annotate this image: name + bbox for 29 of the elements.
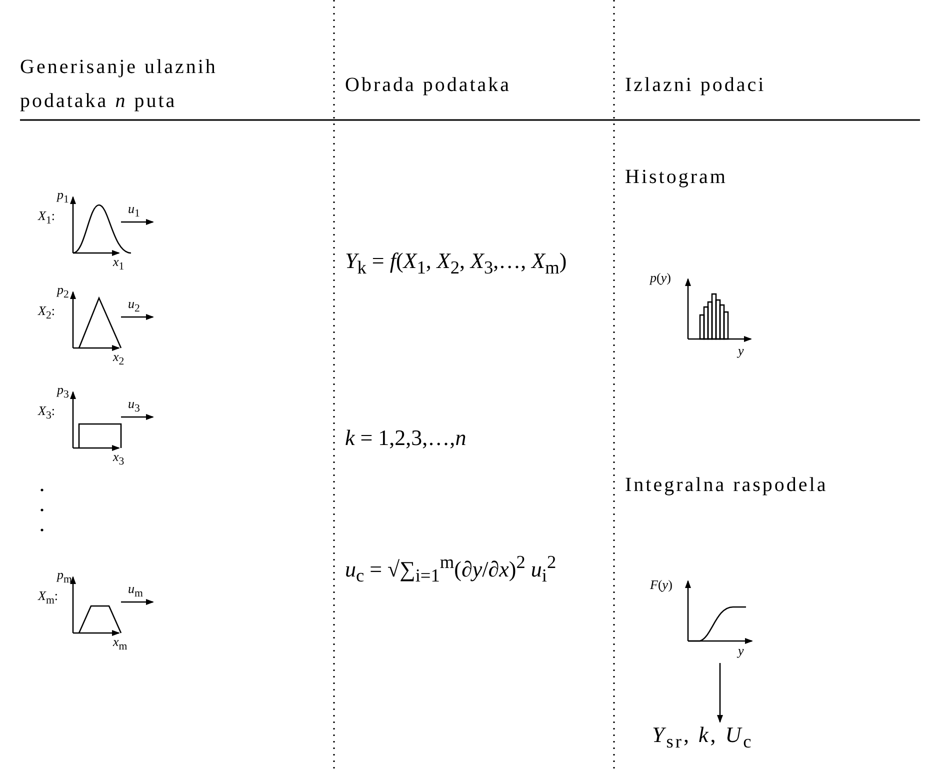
axis-label: u$_{m}$: [128, 581, 143, 601]
formula: k = 1,2,3,…,n: [345, 425, 466, 452]
axis-label: F(y): [650, 577, 672, 593]
column-header: Generisanje ulaznih podataka n puta: [20, 55, 218, 114]
axis-label: p$_{1}$: [57, 187, 69, 207]
formula: Y$_{k}$ = f(X$_{1}$, X$_{2}$, X$_{3}$,…, X$_{m}$): [345, 248, 568, 280]
axis-label: x$_{m}$: [113, 634, 128, 654]
axis-label: x$_{1}$: [113, 254, 124, 274]
section-heading: Integralna raspodela: [625, 473, 828, 498]
section-heading: Histogram: [625, 165, 728, 190]
axis-label: u$_{1}$: [128, 201, 140, 221]
axis-label: p$_{2}$: [57, 282, 69, 302]
axis-label: p(y): [650, 270, 671, 286]
variable-label: X$_{3}$:: [38, 403, 55, 423]
result-values: Y$_{sr}$, k, U$_{c}$: [652, 722, 772, 758]
axis-label: p$_{3}$: [57, 382, 69, 402]
column-header: Izlazni podaci: [625, 73, 766, 98]
variable-label: X$_{m}$:: [38, 588, 58, 608]
variable-label: X$_{2}$:: [38, 303, 55, 323]
axis-label: y: [738, 643, 744, 659]
column-header: Obrada podataka: [345, 73, 512, 98]
axis-label: x$_{3}$: [113, 449, 124, 469]
axis-label: y: [738, 343, 744, 359]
axis-label: x$_{2}$: [113, 349, 124, 369]
axis-label: u$_{3}$: [128, 396, 140, 416]
axis-label: u$_{2}$: [128, 296, 140, 316]
variable-label: X$_{1}$:: [38, 208, 55, 228]
arrow: [717, 663, 723, 723]
axis-label: p$_{m}$: [57, 567, 72, 587]
